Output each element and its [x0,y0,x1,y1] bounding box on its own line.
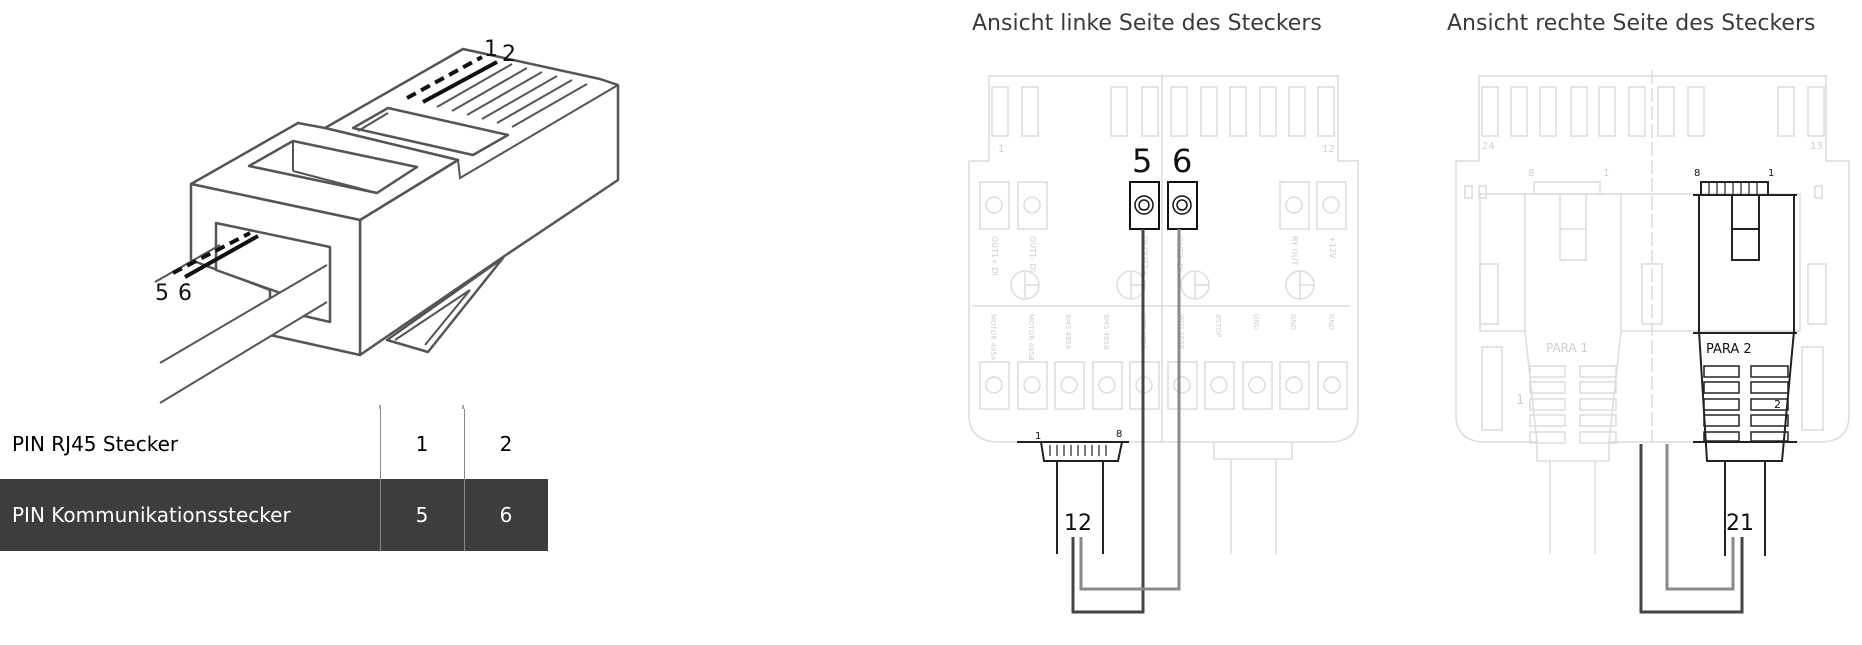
terminal-label: GND [1252,314,1260,330]
right-slot-label-13: 13 [1810,141,1823,152]
para1-grid [1529,365,1617,444]
cell-value: 6 [463,479,548,551]
right-slot-label-24: 24 [1482,141,1495,152]
terminal-5-highlight [1129,181,1160,230]
left-connector-pin-8: 8 [1116,429,1122,440]
grey-wire-right [1665,444,1735,591]
dark-wire-right [1639,444,1744,614]
terminal-label: OUT1+ DI [990,236,999,276]
pin1-dashed-line [406,55,483,100]
terminal-6-highlight [1167,181,1198,230]
para1-pin-8: 8 [1528,168,1534,179]
para1-label: PARA 1 [1546,341,1588,355]
terminal-label: OUT1- DI [1028,236,1037,272]
left-wire-label: 12 [1064,511,1092,536]
terminal-label: +12V [1328,236,1337,259]
rj45-pin-label-5: 5 [155,281,169,306]
left-connector-pin-1: 1 [1035,431,1041,442]
dark-wire-left [1071,229,1145,614]
terminal-label: MOTOR 485B [1027,314,1035,361]
para1-side-label: 1 [1516,393,1524,408]
left-comm-connector [1017,441,1129,554]
right-board [1455,70,1850,554]
para2-plug [1693,181,1797,556]
pin-number-5: 5 [1132,142,1152,180]
table-row: PIN Kommunikationsstecker 5 6 [0,479,548,551]
left-slot-label-12: 12 [1322,144,1335,155]
left-slot-label-1: 1 [998,144,1004,155]
para2-label: PARA 2 [1706,342,1752,357]
terminal-label: GND [1289,314,1297,330]
adjust-screw-icons [1010,270,1315,300]
para2-pin-8: 8 [1694,168,1700,179]
pin-number-6: 6 [1172,142,1192,180]
pin6-line [184,234,259,279]
rj45-pin-label-2: 2 [502,42,516,67]
para2-side-label: 2 [1774,398,1781,411]
row-label: PIN RJ45 Stecker [12,432,179,456]
right-view-title: Ansicht rechte Seite des Steckers [1447,11,1815,36]
terminal-label: GND [1327,314,1335,330]
left-board [968,75,1359,554]
cell-value: 2 [463,409,548,479]
terminal-label: BMS 485B [1102,314,1110,350]
pin-mapping-table: PIN RJ45 Stecker 1 2 PIN Kommunikationss… [0,409,548,551]
right-wire-label: 21 [1726,511,1754,536]
pin5-dashed-line [172,231,251,275]
bottom-terminals [979,361,1348,410]
terminal-label: WIFI 485B [1177,314,1185,350]
grey-wire-left [1079,229,1181,591]
top-slots [991,86,1335,137]
cell-value: 1 [379,409,464,479]
rj45-plug-drawing [154,47,620,404]
terminal-label: MOTOR 485A [989,314,997,361]
rj45-pin-label-6: 6 [178,281,192,306]
cell-value: 5 [379,479,464,551]
para2-pin-1: 1 [1768,168,1774,179]
left-view-title: Ansicht linke Seite des Steckers [972,11,1322,36]
pin2-line [422,60,498,104]
row-label: PIN Kommunikationsstecker [0,479,380,551]
top-terminal-labels: OUT1+ DI OUT1- DI DI OUT2+ OUT2- DI RY O… [990,236,1337,276]
para1-pin-1: 1 [1603,168,1609,179]
para2-grid [1703,365,1789,442]
terminal-label: RY OUT [1290,236,1299,266]
table-row: PIN RJ45 Stecker 1 2 [0,409,548,479]
rj45-pin-label-1: 1 [484,37,498,62]
terminal-label: BSTOP [1214,314,1222,337]
contact-lines [436,63,588,128]
terminal-label: BMS 485A [1064,314,1072,350]
